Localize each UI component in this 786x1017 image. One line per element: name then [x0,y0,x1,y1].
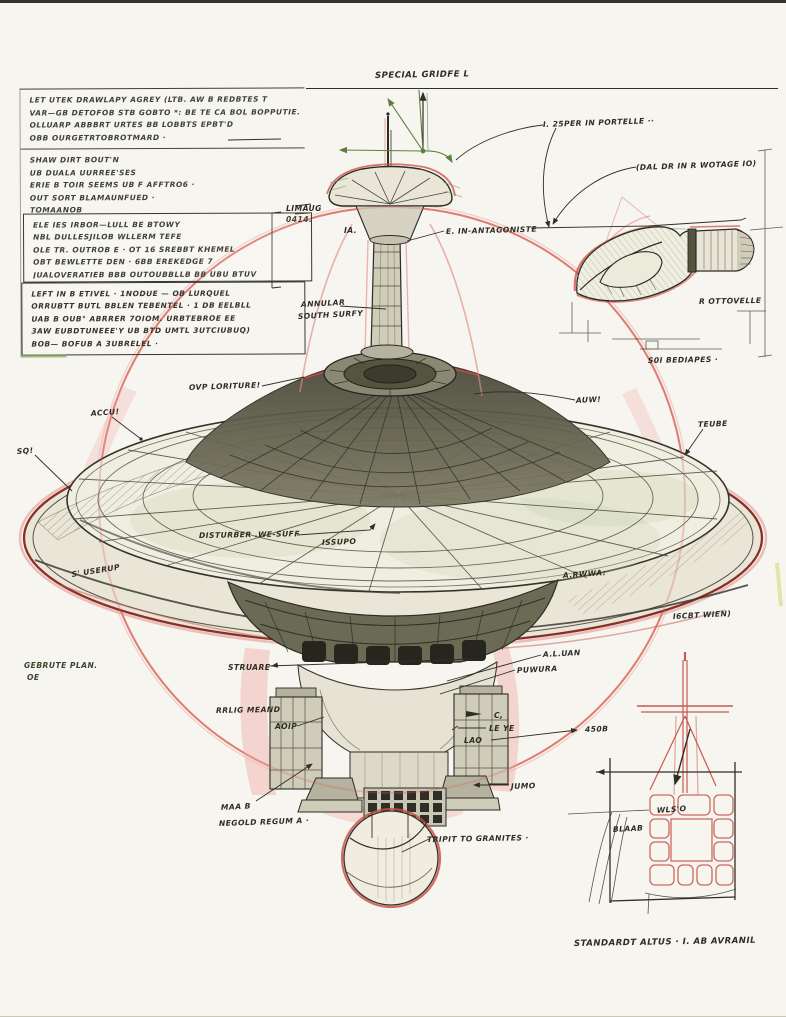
label-aluan: A.L.UAN [542,648,581,659]
note-line: 3AW EUBDTUNEEE'Y UB BTD UMTL 3UTCIUBUQ) [31,325,251,336]
landing-sphere [340,807,442,909]
note-line: UAB B OUB° ABRRER 7OIOM. URBTEBROE EE [31,313,236,324]
note-line: NBL DULLESJILOB WLLERM TEFE [33,232,182,242]
note-line: ORRUBTT BUTL BBLEN TEBENTEL · 1 DB EELBL… [31,301,252,311]
note-line: OBB OURGETRTOBROTMARD · [29,132,167,143]
label-negold: NEGOLD REGUM A · [219,816,310,828]
label-c-mark: C, [494,711,503,720]
label-maab: MAA B [221,801,251,812]
label-standardt: STANDARDT ALTUS · I. AB AVRANIL [574,936,756,949]
label-rrlig: RRLIG MEAND [216,705,281,715]
note-line: ELE IES IRBOR—LULL BE BTOWY [32,219,181,230]
label-special-gride: SPECIAL GRIDFE L [375,69,470,81]
label-ottovelle: R OTTOVELLE [699,296,762,306]
label-aoip: AOIP [274,722,297,731]
hull-section-schematic [567,652,742,915]
notes-paragraph-1: LET UTEK DRAWLAPY AGREY (LTB. AW B REDBT… [20,88,305,150]
notes-paragraph-3: ELE IES IRBOR—LULL BE BTOWY NBL DULLESJI… [22,212,313,283]
label-teube: TEUBE [698,419,728,429]
label-arww: A.RWWA: [562,568,607,580]
notes-paragraph-4: LEFT IN B ETIVEL · 1NODUE — OB LURQUEL O… [21,281,306,356]
label-disturber: DISTURBER .WE-SUFF [199,529,300,540]
underside-skirt [227,578,559,665]
label-450b: 450B [585,724,609,734]
label-lao: LAO [464,736,482,745]
label-wlso: WLS'O [657,804,687,815]
label-gebrute-2: OE [27,673,40,682]
note-line: OBT BEWLETTE DEN · 6BB EREKEDGE 7 [33,256,214,267]
label-sq: SQ! [17,446,34,456]
label-bediapes: S0I BEDIAPES · [648,355,718,365]
label-jumo: JUMO [509,781,536,791]
red-circle-overlay [98,206,686,794]
label-annular-2: SOUTH SURFY [298,309,365,321]
notes-block: LET UTEK DRAWLAPY AGREY (LTB. AW B REDBT… [19,87,313,356]
label-puwura: PUWURA [517,664,558,675]
radar-dish [326,112,463,245]
note-line: OLE TR. OUTROB E · OT 16 SREBBT KHEMEL [33,244,236,255]
note-line: JUALOVERATIEB BBB OUTOUBBLLB BB UBU BTUV [33,269,257,280]
label-gebrute: GEBRUTE PLAN. [24,661,98,670]
label-tripit: TRIPIT TO GRANITES · [427,833,529,844]
note-line: OLLUARP ABBBRT URTES BB LOBBTS EPBT'D [29,119,234,130]
label-porthole: I. 25PER IN PORTELLE ·· [543,116,655,129]
label-leye: LE YE [489,724,515,733]
label-icbt: I6CBT WIEN) [673,609,732,621]
note-line: SHAW DIRT BOUT'N [29,155,120,165]
label-wotage: (DAL DR IN R WOTAGE IO) [636,159,757,172]
label-ia: IA. [344,226,357,235]
note-line: UB DUALA UURREE'SES [29,167,137,178]
label-struare: STRUARE [228,663,271,672]
note-line: ERIE B TOIR SEEMS UB F AFFTRO6 · [29,180,195,190]
label-annular: ANNULAR [300,298,346,309]
engine-pod-detail [559,148,784,358]
label-ovp: OVP LORITURE! [189,381,261,392]
note-line: LEFT IN B ETIVEL · 1NODUE — OB LURQUEL [31,288,231,299]
label-auw: AUW! [575,395,602,405]
callout-labels: SPECIAL GRIDFE L I. 25PER IN PORTELLE ··… [17,69,762,949]
note-line: OUT SORT BLAMAUNFUED · [29,192,156,203]
note-line: BOB— BOFUB A 3UBRELEL · [31,338,159,349]
note-line: VAR—GB DETOFOB STB GOBTO *: BE TE CA BOL… [29,106,301,118]
label-accu: ACCU! [90,407,120,418]
label-limaug-2: 0414. [286,215,312,224]
mast [299,223,483,397]
saucer-dome [185,351,611,508]
label-antagoniste: E. IN-ANTAGONISTE [446,225,538,236]
label-limaug: LIMAUG [286,204,322,213]
notes-paragraph-2: SHAW DIRT BOUT'N UB DUALA UURREE'SES ERI… [21,148,305,215]
note-line: LET UTEK DRAWLAPY AGREY (LTB. AW B REDBT… [29,94,268,105]
label-blaab: BLAAB [613,823,644,834]
label-issupo: ISSUPO [322,537,357,547]
callout-leaders [34,87,783,853]
